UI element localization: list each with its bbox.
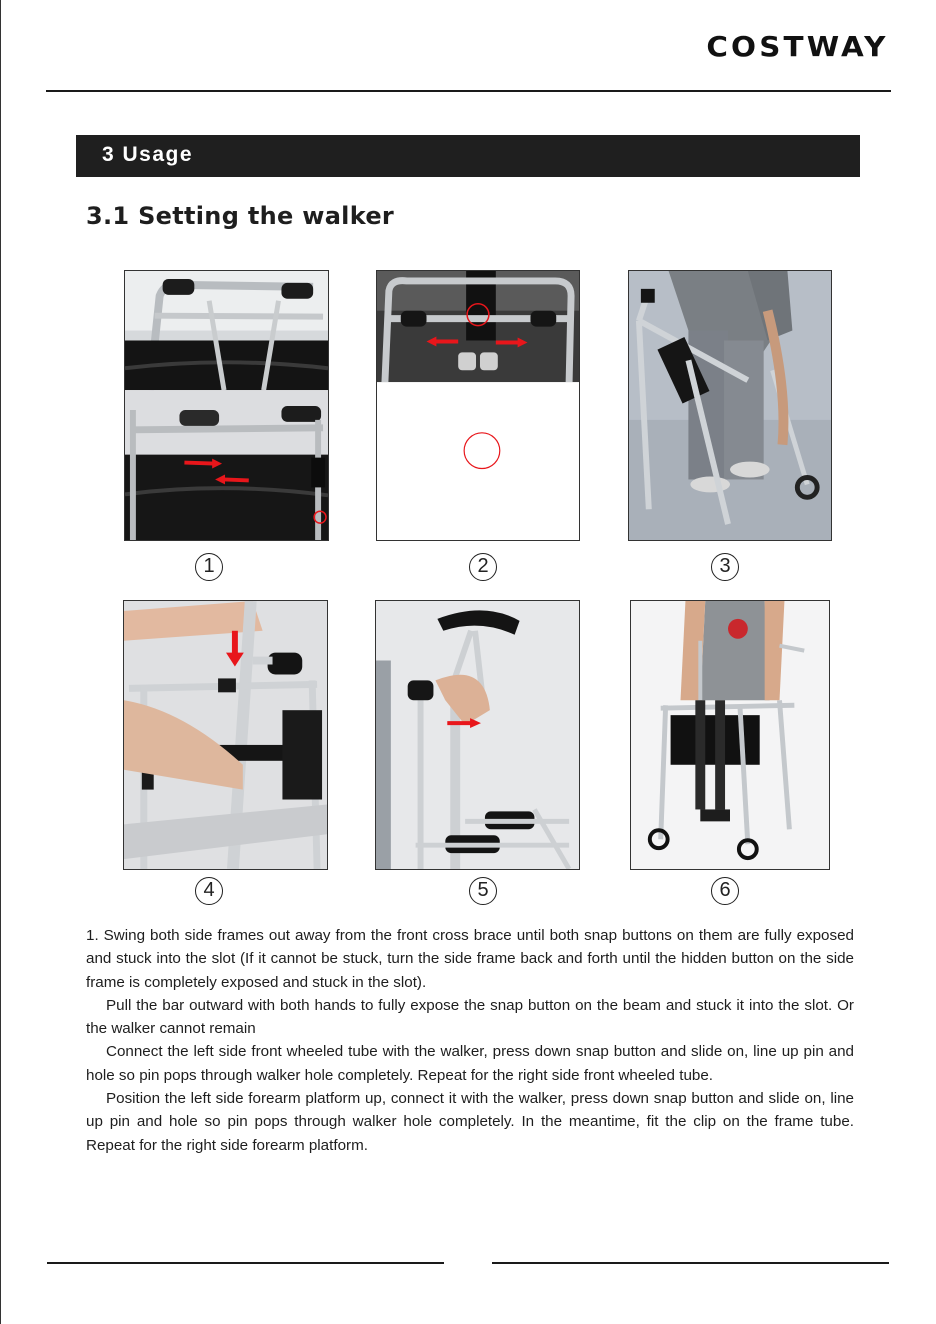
step-number-2: 2 (469, 553, 497, 581)
step-5-photo (375, 600, 580, 870)
footer-rule-right (492, 1262, 889, 1264)
step-number-5: 5 (469, 877, 497, 905)
instructions-text: 1. Swing both side frames out away from … (86, 924, 854, 1157)
page-left-border (0, 0, 1, 1324)
brand-logo: COSTWAY (706, 30, 889, 63)
instruction-paragraph-3: Connect the left side front wheeled tube… (86, 1043, 854, 1084)
subsection-title: 3.1 Setting the walker (86, 202, 395, 230)
step-3-photo (628, 270, 832, 541)
step-number-6: 6 (711, 877, 739, 905)
step-number-1: 1 (195, 553, 223, 581)
step-2-photo (376, 270, 580, 541)
instruction-paragraph-4: Position the left side forearm platform … (86, 1090, 854, 1154)
instruction-paragraph-2: Pull the bar outward with both hands to … (86, 996, 854, 1038)
footer-rule-left (47, 1262, 444, 1264)
step-number-4: 4 (195, 877, 223, 905)
step-4-photo (123, 600, 328, 870)
section-title: 3 Usage (102, 143, 194, 166)
header-rule (46, 90, 891, 92)
section-header-bar: 3 Usage (76, 135, 860, 177)
instruction-paragraph-1: 1. Swing both side frames out away from … (86, 927, 854, 991)
step-number-3: 3 (711, 553, 739, 581)
step-1-photo (124, 270, 329, 541)
step-6-photo (630, 600, 830, 870)
